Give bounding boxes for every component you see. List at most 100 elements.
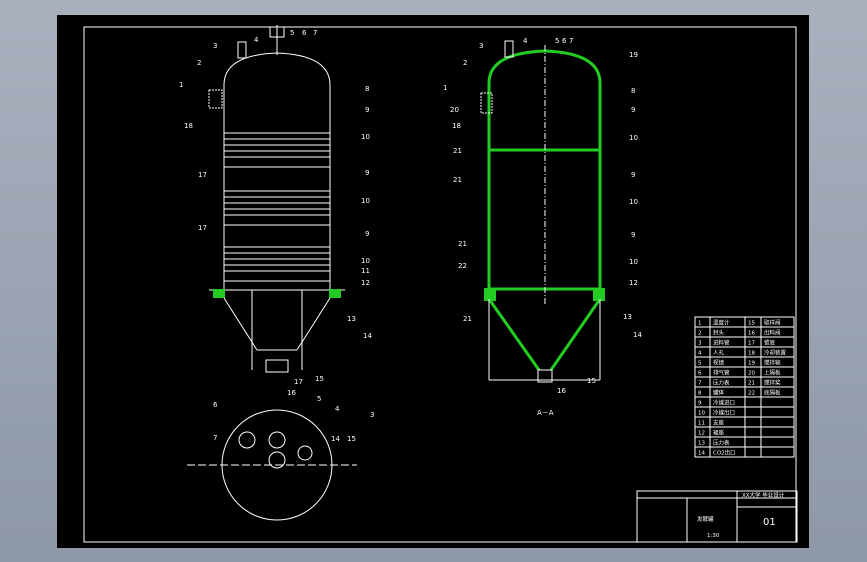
parts-table-cell: 压力表 xyxy=(713,379,730,387)
parts-table-cell: 压力表 xyxy=(713,439,730,447)
parts-table-cell: 10 xyxy=(698,411,705,417)
part-label: 14 xyxy=(363,332,372,340)
part-label: 21 xyxy=(453,176,462,184)
parts-table-cell: 13 xyxy=(698,441,705,447)
left-support-hatch xyxy=(213,289,225,298)
part-label: 12 xyxy=(629,279,638,287)
part-label: 2 xyxy=(463,59,467,67)
title-header: XX大学 毕业设计 xyxy=(742,491,785,499)
parts-table-cell: 上隔板 xyxy=(764,369,781,377)
part-label: 16 xyxy=(557,387,566,395)
parts-table-cell: 3 xyxy=(698,341,702,347)
drawing-sheet: 1 2 3 4 5 6 7 8 9 10 9 10 9 10 11 12 13 … xyxy=(57,15,809,548)
parts-table-cell: 6 xyxy=(698,371,702,377)
left-elevation-view xyxy=(208,25,345,373)
part-label: 10 xyxy=(629,258,638,266)
title-drawing-name: 发酵罐 xyxy=(697,515,714,523)
right-section-view xyxy=(480,40,605,383)
parts-table-cell: 17 xyxy=(748,341,755,347)
parts-table-cell: 4 xyxy=(698,351,702,357)
parts-table-cell: 冷媒出口 xyxy=(713,409,735,417)
parts-table-cell: 14 xyxy=(698,451,705,457)
parts-table-cell: 视镜 xyxy=(713,359,725,367)
part-label: 9 xyxy=(631,231,635,239)
part-label: 21 xyxy=(453,147,462,155)
part-label: 21 xyxy=(458,240,467,248)
parts-table-cell: 20 xyxy=(748,371,755,377)
title-block: 发酵罐 XX大学 毕业设计 1:30 01 xyxy=(636,490,798,543)
parts-table-cell: 罐体 xyxy=(713,389,725,397)
parts-table-cell: 冷媒进口 xyxy=(713,399,735,407)
title-drawing-number: 01 xyxy=(763,517,776,528)
part-label: 8 xyxy=(631,87,635,95)
parts-table-cell: 支座 xyxy=(713,419,725,427)
title-scale: 1:30 xyxy=(707,533,720,539)
parts-table-cell: 16 xyxy=(748,331,755,337)
part-label: 3 xyxy=(213,42,217,50)
parts-table-cell: 人孔 xyxy=(713,349,725,357)
part-label: 5 xyxy=(555,37,559,45)
part-label: 14 xyxy=(633,331,642,339)
part-label: 5 xyxy=(317,395,321,403)
part-label: 14 xyxy=(331,435,340,443)
parts-table-cell: 进料管 xyxy=(713,339,730,347)
top-view-labels: 3 4 5 6 7 14 15 xyxy=(213,395,374,443)
part-label: 4 xyxy=(254,36,259,44)
part-label: 15 xyxy=(315,375,324,383)
part-label: 18 xyxy=(184,122,193,130)
parts-table-cell: 取样阀 xyxy=(764,319,781,327)
parts-table-cell: 22 xyxy=(748,391,755,397)
part-label: 9 xyxy=(365,230,369,238)
part-label: 1 xyxy=(443,84,447,92)
parts-table-cell: 19 xyxy=(748,361,755,367)
part-label: 18 xyxy=(452,122,461,130)
part-label: 7 xyxy=(213,434,217,442)
section-label: A－A xyxy=(537,409,554,417)
parts-table-cell: 9 xyxy=(698,401,702,407)
parts-table-cell: 裙座 xyxy=(713,429,725,437)
part-label: 13 xyxy=(347,315,356,323)
parts-table-cell: 8 xyxy=(698,391,702,397)
left-support-hatch xyxy=(329,289,341,298)
parts-table-cell: 12 xyxy=(698,431,705,437)
part-label: 2 xyxy=(197,59,201,67)
part-label: 7 xyxy=(569,37,573,45)
part-label: 6 xyxy=(213,401,218,409)
part-label: 9 xyxy=(365,106,369,114)
part-label: 4 xyxy=(335,405,340,413)
part-label: 17 xyxy=(294,378,303,386)
parts-table-cell: 搅拌轴 xyxy=(764,359,781,367)
parts-table-cell: 21 xyxy=(748,381,755,387)
parts-table-cell: 5 xyxy=(698,361,702,367)
part-label: 22 xyxy=(458,262,467,270)
parts-table-cell: 18 xyxy=(748,351,755,357)
part-label: 10 xyxy=(629,198,638,206)
part-label: 10 xyxy=(361,197,370,205)
parts-table-cell: 封头 xyxy=(713,329,725,337)
part-label: 3 xyxy=(479,42,483,50)
part-label: 10 xyxy=(361,257,370,265)
part-label: 4 xyxy=(523,37,528,45)
drawing-svg: 1 2 3 4 5 6 7 8 9 10 9 10 9 10 11 12 13 … xyxy=(83,25,798,543)
part-label: 12 xyxy=(361,279,370,287)
part-label: 20 xyxy=(450,106,459,114)
part-label: 17 xyxy=(198,224,207,232)
parts-table-cell: 排气管 xyxy=(713,369,730,377)
part-label: 15 xyxy=(347,435,356,443)
part-label: 9 xyxy=(365,169,369,177)
left-part-labels: 1 2 3 4 5 6 7 8 9 10 9 10 9 10 11 12 13 … xyxy=(179,29,372,397)
part-label: 9 xyxy=(631,106,635,114)
part-label: 10 xyxy=(629,134,638,142)
parts-table-cell: 温度计 xyxy=(713,319,730,327)
top-view xyxy=(187,409,357,521)
parts-table-cell: 锥底 xyxy=(764,339,776,347)
parts-table-cell: CO2出口 xyxy=(713,449,736,457)
part-label: 21 xyxy=(463,315,472,323)
part-label: 6 xyxy=(562,37,567,45)
parts-table-cell: 15 xyxy=(748,321,755,327)
part-label: 11 xyxy=(361,267,370,275)
part-label: 1 xyxy=(179,81,183,89)
